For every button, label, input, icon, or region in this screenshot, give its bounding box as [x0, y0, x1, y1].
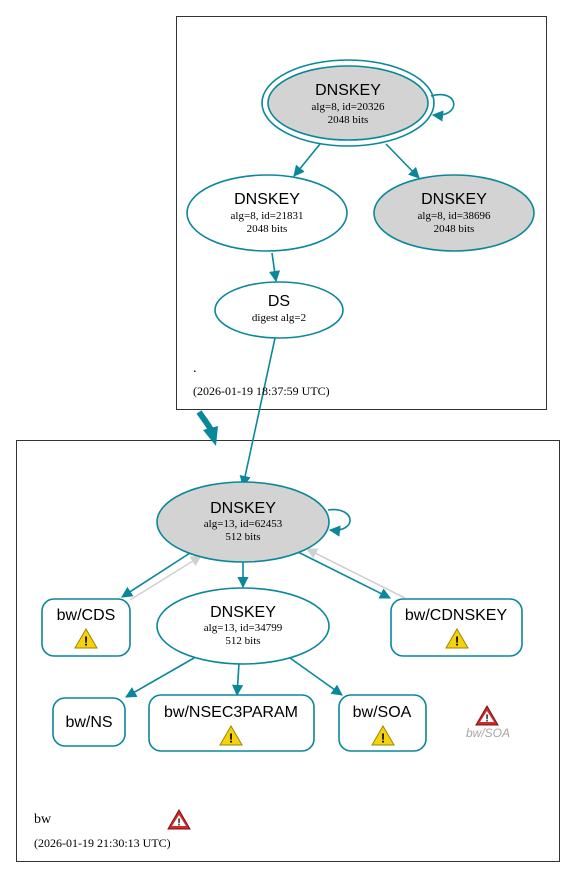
- bw-zone-name: bw: [34, 812, 52, 827]
- bw-ns-node[interactable]: bw/NS: [52, 697, 126, 747]
- edge-bw-ksk-to-cdnskey: [295, 550, 392, 599]
- node-bits: 2048 bits: [434, 223, 475, 235]
- node-type: DNSKEY: [210, 500, 276, 517]
- node-detail: digest alg=2: [252, 312, 306, 324]
- bw-ksk-dnskey-node[interactable]: DNSKEY alg=13, id=62453 512 bits: [156, 481, 330, 563]
- node-label: bw/SOA: [466, 726, 510, 740]
- root-zsk1-dnskey-node[interactable]: DNSKEY alg=8, id=21831 2048 bits: [186, 174, 348, 252]
- edge-cdnskey-to-bw-ksk-gray: [305, 548, 406, 599]
- node-bits: 2048 bits: [328, 114, 369, 126]
- edge-zsk1-to-ds: [269, 252, 281, 283]
- edge-ds-to-bw-ksk: [239, 337, 276, 488]
- node-detail: alg=13, id=34799: [204, 622, 283, 634]
- edge-zsk-to-soa: [289, 657, 343, 696]
- edge-zsk-to-ns: [125, 657, 195, 698]
- node-label: bw/NSEC3PARAM: [164, 704, 298, 721]
- delegation-arrow: [196, 410, 218, 446]
- bw-soa-error-node[interactable]: bw/SOA: [466, 705, 510, 740]
- root-zone-timestamp: (2026-01-19 18:37:59 UTC): [193, 384, 330, 398]
- root-ksk-dnskey-node[interactable]: DNSKEY alg=8, id=20326 2048 bits: [261, 59, 435, 147]
- node-label: bw/SOA: [353, 704, 412, 721]
- node-type: DNSKEY: [315, 82, 381, 99]
- node-bits: 512 bits: [225, 531, 260, 543]
- edge-zsk-to-nsec3param: [232, 662, 244, 697]
- bw-cds-node[interactable]: bw/CDS: [41, 598, 131, 657]
- root-zone-name: .: [193, 361, 197, 376]
- error-icon[interactable]: [475, 705, 499, 726]
- bw-zsk-dnskey-node[interactable]: DNSKEY alg=13, id=34799 512 bits: [156, 587, 330, 665]
- bw-nsec3param-node[interactable]: bw/NSEC3PARAM: [148, 694, 315, 752]
- node-label: bw/CDS: [57, 607, 116, 624]
- bw-zone-box: [16, 440, 560, 862]
- edge-cds-to-bw-ksk-gray: [129, 555, 202, 601]
- node-type: DNSKEY: [234, 191, 300, 208]
- error-icon[interactable]: [167, 809, 191, 830]
- root-zsk2-dnskey-node[interactable]: DNSKEY alg=8, id=38696 2048 bits: [373, 174, 535, 252]
- node-detail: alg=8, id=20326: [312, 101, 385, 113]
- node-bits: 2048 bits: [247, 223, 288, 235]
- node-detail: alg=8, id=21831: [231, 210, 304, 222]
- root-zone-box: [176, 16, 547, 410]
- bw-zone-timestamp: (2026-01-19 21:30:13 UTC): [34, 836, 171, 850]
- bw-cdnskey-node[interactable]: bw/CDNSKEY: [390, 598, 523, 657]
- edge-ksk-to-zsk2: [385, 143, 420, 179]
- root-ds-node[interactable]: DS digest alg=2: [214, 281, 344, 339]
- node-detail: alg=8, id=38696: [418, 210, 491, 222]
- edge-ksk-to-zsk1: [293, 143, 321, 177]
- node-detail: alg=13, id=62453: [204, 518, 283, 530]
- edge-bw-ksk-to-cds: [121, 552, 191, 598]
- node-type: DS: [268, 293, 290, 310]
- node-type: DNSKEY: [421, 191, 487, 208]
- edge-bw-ksk-self-loop: [327, 508, 351, 537]
- node-type: DNSKEY: [210, 604, 276, 621]
- edge-ksk-self-loop: [430, 93, 455, 122]
- bw-soa-node[interactable]: bw/SOA: [338, 694, 427, 752]
- node-label: bw/CDNSKEY: [405, 607, 508, 624]
- node-bits: 512 bits: [225, 635, 260, 647]
- node-label: bw/NS: [65, 714, 112, 731]
